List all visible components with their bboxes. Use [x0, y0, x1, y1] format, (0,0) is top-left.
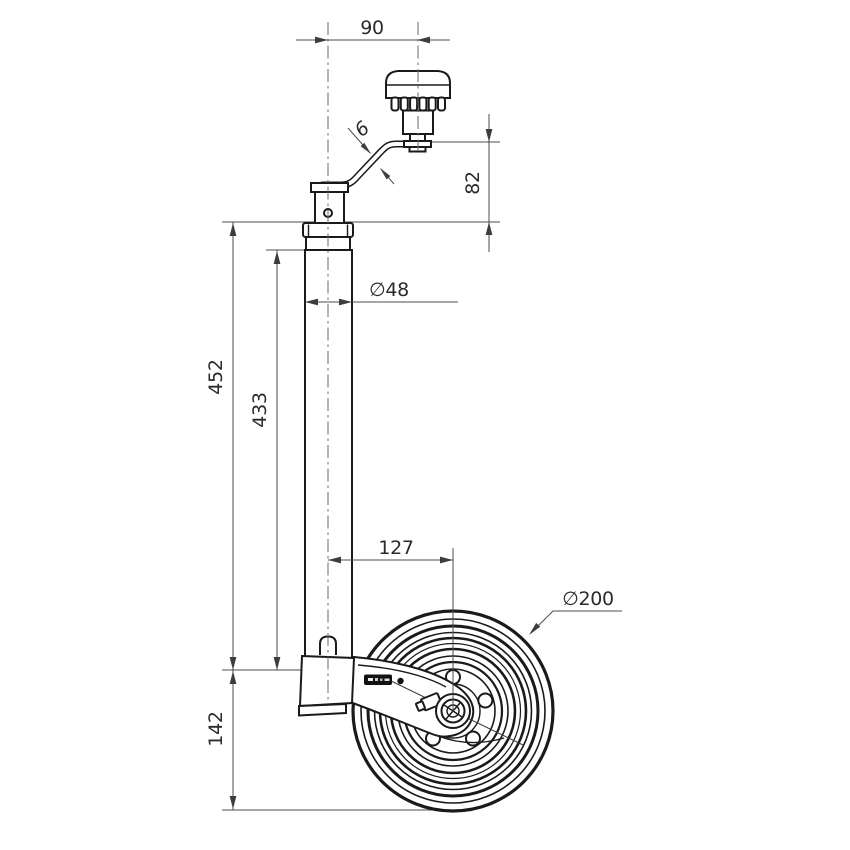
dimension-crank-offset: 90: [296, 17, 450, 44]
label-dot: [397, 677, 404, 685]
arrowhead: [485, 222, 493, 235]
arrowhead: [440, 556, 453, 564]
crank-knob: [385, 70, 451, 153]
crank-rod-core: [321, 142, 404, 187]
dimension-wheel-offset: 127: [328, 537, 454, 711]
dim-433-label: 433: [249, 392, 271, 427]
centerlines: [327, 22, 419, 700]
brand-label-sticker: [364, 674, 404, 685]
arrowhead: [360, 142, 371, 154]
fork-far-plate: [437, 735, 505, 744]
knob-grip-serrations: [390, 96, 446, 112]
clamp-lip: [298, 702, 347, 717]
dimension-crank-height: 82: [222, 114, 500, 252]
dim-142-label: 142: [205, 711, 227, 746]
arrowhead: [305, 298, 318, 306]
clamp-body: [298, 654, 356, 708]
dimension-outer-length: 452: [205, 222, 237, 670]
fork-fold-edge: [357, 664, 447, 688]
arrowhead: [339, 298, 352, 306]
arrowhead: [380, 168, 391, 180]
arrowhead: [229, 223, 237, 236]
arrowhead: [328, 556, 341, 564]
rim-hole: [465, 730, 481, 747]
dimension-lower-height: 142: [205, 669, 468, 811]
dimension-wheel-diameter: ∅200: [529, 588, 622, 635]
crank-rod-outline: [321, 140, 404, 189]
dim-90-label: 90: [360, 17, 384, 39]
dim-200-label: ∅200: [562, 588, 614, 610]
arrowhead: [229, 796, 237, 809]
rim-hole: [477, 692, 494, 709]
arrowhead: [273, 251, 281, 264]
arrowhead: [315, 36, 328, 44]
dimension-inner-length: 433: [249, 249, 304, 670]
dim-127-label: 127: [378, 537, 413, 559]
dimension-annotations: 90 82 452 433: [205, 17, 500, 811]
arrowhead: [273, 657, 281, 670]
arrowhead: [229, 657, 237, 670]
dim-452-label: 452: [205, 359, 227, 394]
pivot-flange: [310, 182, 349, 193]
clamp-bracket: [298, 635, 356, 717]
crank-handle: [310, 140, 404, 224]
dim-82-label: 82: [462, 171, 484, 195]
pivot-housing: [314, 191, 345, 224]
dimension-tube-diameter: ∅48: [305, 279, 458, 306]
dim-48-label: ∅48: [369, 279, 409, 301]
arrowhead: [529, 622, 541, 635]
arrowhead: [485, 129, 493, 142]
arrowhead: [229, 671, 237, 684]
arrowhead: [417, 36, 430, 44]
dim-6-label: 6: [351, 117, 374, 142]
